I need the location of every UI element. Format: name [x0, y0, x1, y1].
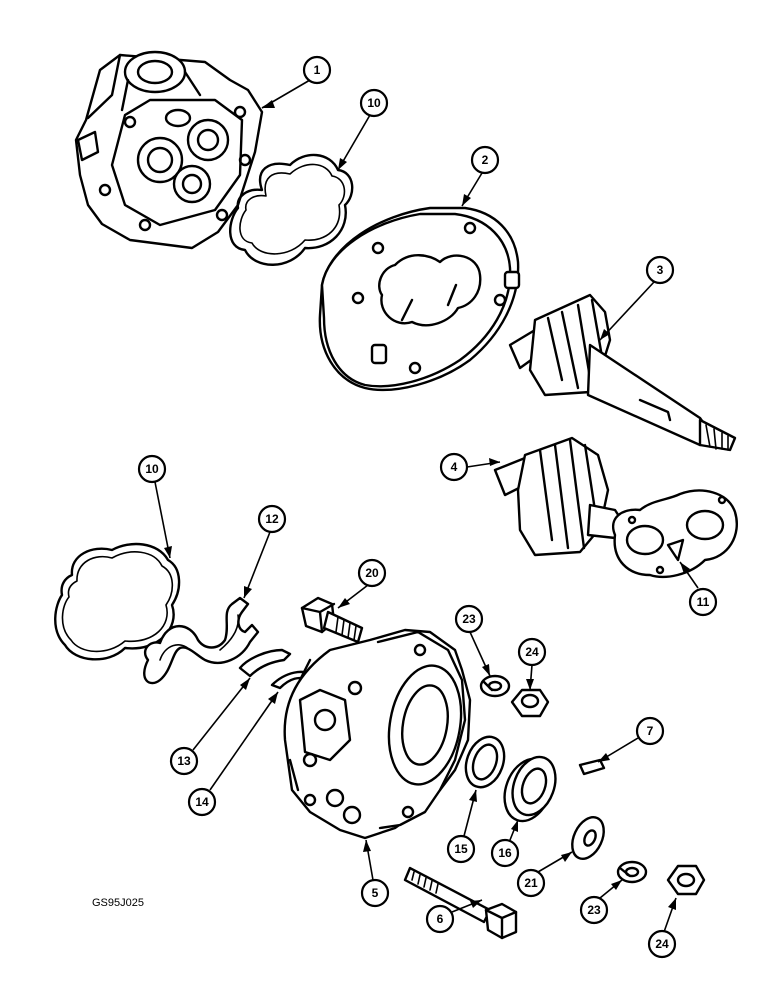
callout-23-upper-label: 23 — [462, 612, 476, 626]
callout-3: 3 — [645, 255, 675, 285]
callout-20-label: 20 — [365, 566, 379, 580]
callout-21-label: 21 — [524, 876, 538, 890]
callout-16: 16 — [490, 838, 520, 868]
leader-lines — [154, 79, 699, 933]
callout-1: 1 — [302, 55, 332, 85]
callout-2-label: 2 — [482, 153, 489, 167]
callout-7-label: 7 — [647, 724, 654, 738]
leader-12 — [243, 531, 271, 599]
callout-7: 7 — [635, 716, 665, 746]
backup-ring-part — [143, 596, 260, 685]
callout-6-label: 6 — [437, 912, 444, 926]
leader-1-arrow — [262, 100, 275, 108]
callout-12-label: 12 — [265, 512, 279, 526]
leader-14 — [209, 691, 279, 791]
callout-14-label: 14 — [195, 795, 209, 809]
callout-15: 15 — [446, 834, 476, 864]
callout-24-upper: 24 — [517, 637, 547, 667]
callout-5: 5 — [360, 878, 390, 908]
hex-nut-lower-part — [666, 864, 706, 896]
callout-20: 20 — [357, 558, 387, 588]
callout-24-lower-label: 24 — [655, 937, 669, 951]
callout-10-lower: 10 — [137, 454, 167, 484]
callout-14: 14 — [187, 787, 217, 817]
callout-10-upper-label: 10 — [367, 96, 381, 110]
seal-ring-upper-part — [229, 153, 354, 266]
hex-nut-upper-part — [510, 688, 550, 718]
flat-washer-part — [571, 816, 605, 860]
callout-21: 21 — [516, 868, 546, 898]
callout-24-lower: 24 — [647, 929, 677, 959]
leader-13 — [192, 677, 251, 751]
rear-housing-part — [283, 628, 472, 840]
gear-body-plate-part — [318, 206, 521, 392]
driven-gear-part — [493, 436, 630, 557]
callout-13-label: 13 — [177, 754, 191, 768]
front-housing-part — [74, 50, 264, 250]
hex-bolt-part — [300, 596, 364, 644]
callout-5-label: 5 — [372, 886, 379, 900]
drive-gear-shaft-part — [508, 293, 737, 452]
callout-4-label: 4 — [451, 460, 458, 474]
oil-seal-part — [464, 735, 506, 789]
callout-2: 2 — [470, 145, 500, 175]
lock-washer-upper-part — [479, 674, 511, 698]
long-bolt-part — [403, 866, 518, 940]
callout-13: 13 — [169, 746, 199, 776]
callout-10-lower-label: 10 — [145, 462, 159, 476]
callout-3-label: 3 — [657, 263, 664, 277]
callout-15-label: 15 — [454, 842, 468, 856]
drawing-code: GS95J025 — [92, 897, 144, 909]
callout-16-label: 16 — [498, 846, 512, 860]
callout-23-lower: 23 — [579, 895, 609, 925]
leader-10-lower — [154, 481, 171, 559]
callout-1-label: 1 — [314, 63, 321, 77]
callout-6: 6 — [425, 904, 455, 934]
callout-11-label: 11 — [697, 595, 710, 609]
callout-10-upper: 10 — [359, 88, 389, 118]
gasket-plate-part — [612, 489, 738, 579]
bearing-part — [503, 755, 557, 823]
woodruff-key-part — [578, 758, 606, 776]
callout-12: 12 — [257, 504, 287, 534]
callout-24-upper-label: 24 — [525, 645, 539, 659]
callout-11: 11 — [688, 587, 718, 617]
small-seal-part — [238, 648, 292, 678]
callout-23-upper: 23 — [454, 604, 484, 634]
lock-washer-lower-part — [616, 860, 648, 884]
callout-4: 4 — [439, 452, 469, 482]
callout-23-lower-label: 23 — [587, 903, 601, 917]
leader-3 — [599, 281, 655, 341]
